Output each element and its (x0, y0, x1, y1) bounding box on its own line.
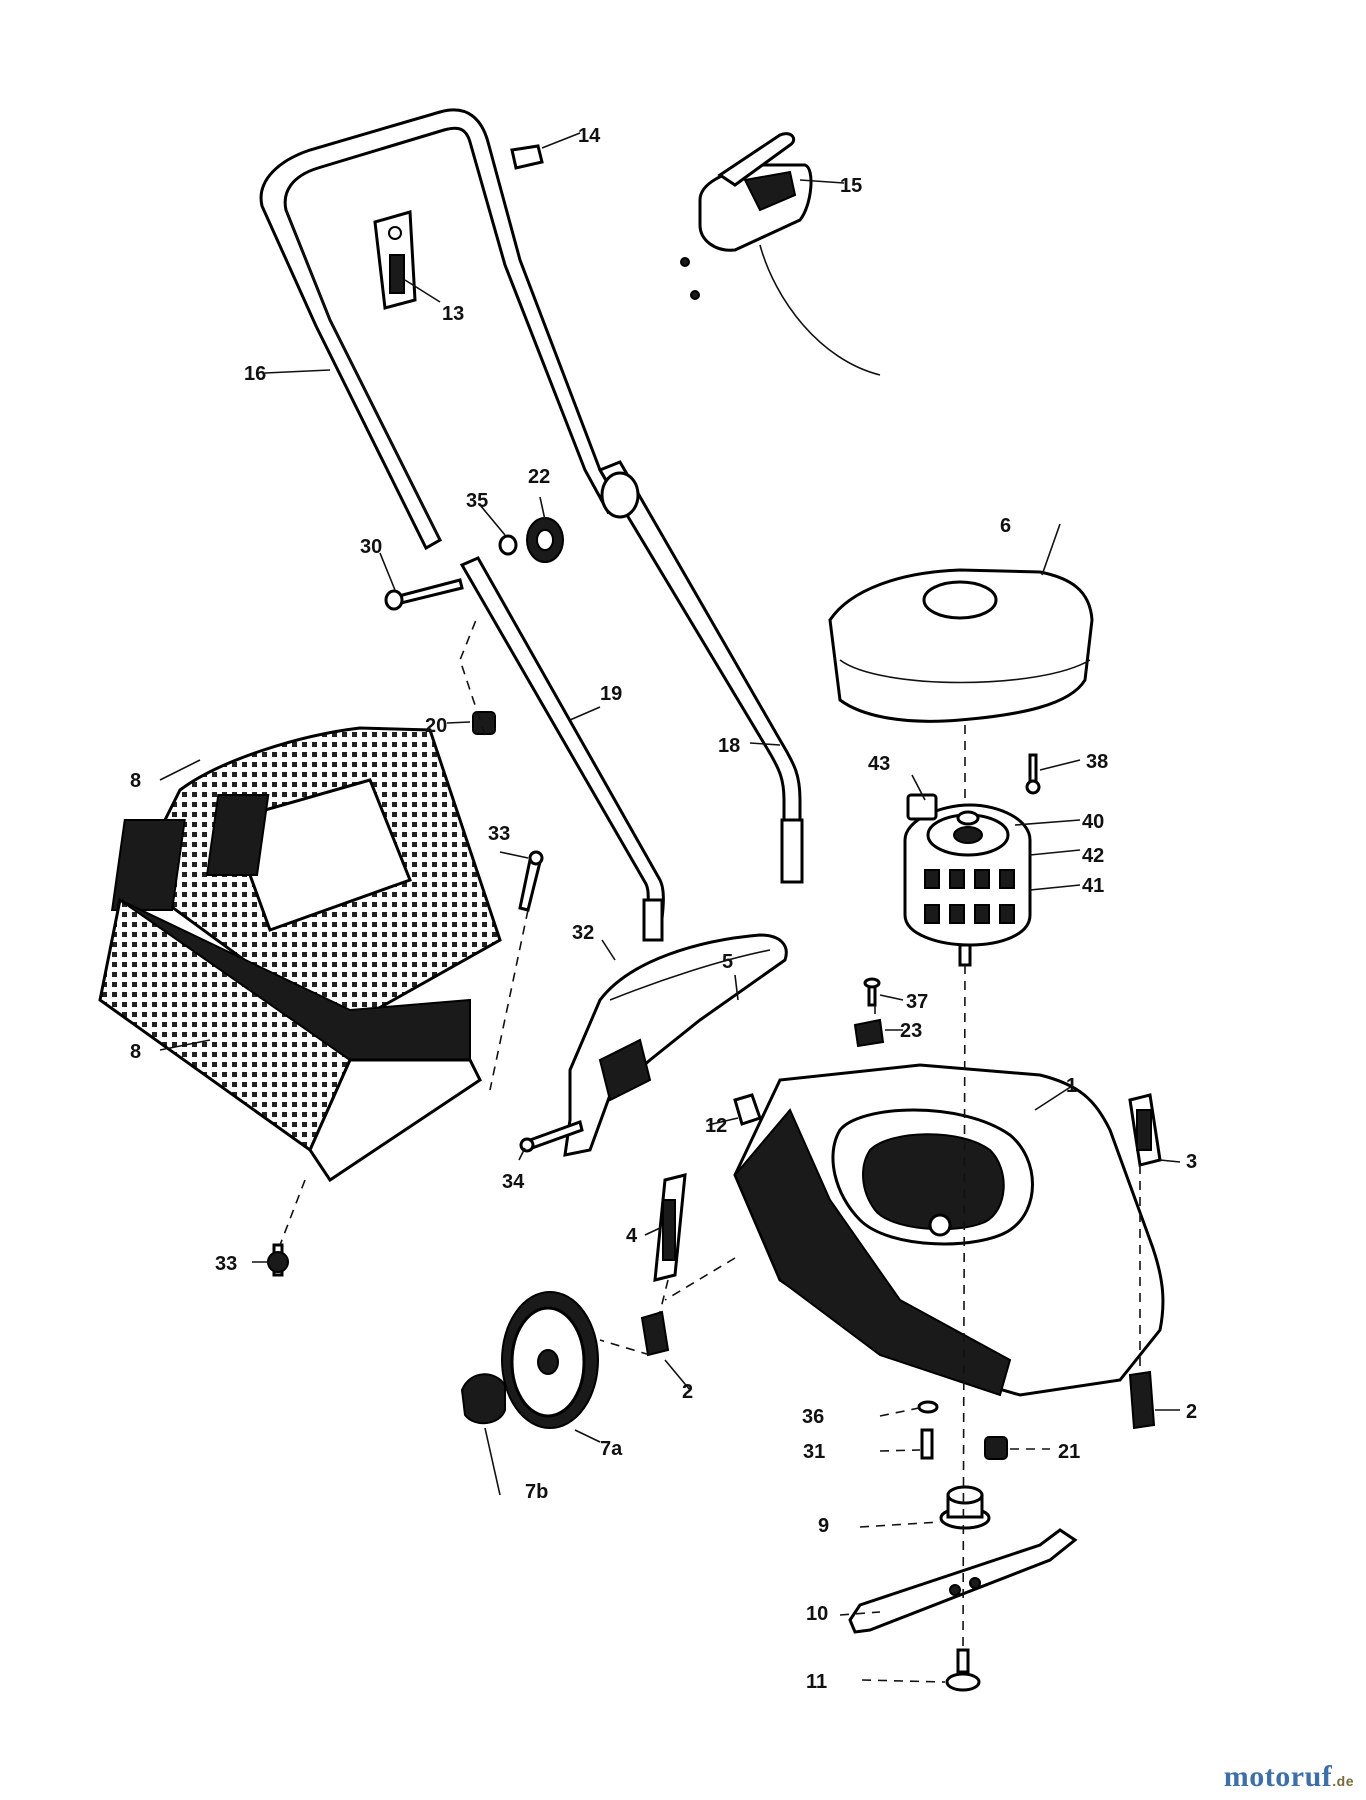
motor-cover-6 (828, 568, 1094, 723)
bearing-40 (956, 810, 980, 826)
cable-clip-13 (373, 210, 417, 310)
screw-37 (863, 977, 881, 1007)
part-label: 40 (1082, 811, 1104, 833)
part-label: 42 (1082, 845, 1104, 867)
screw-33-bottom (267, 1243, 289, 1277)
part-label: 41 (1082, 875, 1104, 897)
part-label: 10 (806, 1603, 828, 1625)
handle-lower-right-18 (597, 460, 804, 884)
part-label: 6 (1000, 515, 1011, 537)
tensioner-knob (600, 471, 640, 519)
part-label: 11 (806, 1671, 827, 1693)
spring-2-left (640, 1310, 670, 1357)
grass-box-basket-8 (98, 897, 482, 1183)
spring-2-right (1128, 1370, 1156, 1430)
bolt-34 (519, 1120, 584, 1153)
part-label: 23 (900, 1020, 922, 1042)
blade-bolt-11 (945, 1648, 981, 1692)
brush-holder-43 (906, 793, 938, 821)
part-label: 7b (525, 1481, 548, 1503)
part-label: 30 (360, 536, 382, 558)
motor-fan-42 (926, 813, 1010, 857)
part-label: 16 (244, 363, 266, 385)
part-label: 14 (578, 125, 601, 147)
handle-upper (259, 108, 623, 551)
bolt-30 (384, 578, 464, 611)
part-label: 9 (818, 1515, 829, 1537)
blade-adapter-9 (939, 1485, 991, 1530)
clip-14 (510, 144, 544, 170)
part-label: 8 (130, 1041, 141, 1063)
watermark-suffix: .de (1332, 1773, 1354, 1789)
part-label: 2 (1186, 1401, 1197, 1423)
part-label: 35 (466, 490, 488, 512)
part-label: 36 (802, 1406, 824, 1428)
part-label: 32 (572, 922, 594, 944)
part-labels: 1 2 2 3 4 5 6 7a 7b 8 8 9 10 11 12 13 14… (130, 125, 1197, 1693)
part-label: 8 (130, 770, 141, 792)
watermark-logo: motoruf.de (1224, 1760, 1354, 1794)
part-label: 2 (682, 1381, 693, 1403)
part-label: 13 (442, 303, 464, 325)
screw-33-top (518, 850, 544, 912)
height-adjuster-3 (1128, 1093, 1162, 1167)
part-label: 22 (528, 466, 550, 488)
part-label: 15 (840, 175, 862, 197)
clip-12 (733, 1093, 762, 1126)
part-label: 12 (705, 1115, 727, 1137)
part-label: 33 (215, 1253, 237, 1275)
height-adjuster-4 (653, 1173, 687, 1282)
grass-box-lid-8 (110, 726, 502, 1032)
part-label: 31 (803, 1441, 825, 1463)
switch-box-15 (680, 132, 881, 376)
knob-22 (526, 517, 564, 563)
handle-lower-left-19 (459, 556, 665, 942)
part-label: 33 (488, 823, 510, 845)
part-label: 19 (600, 683, 622, 705)
mower-deck-1 (733, 1063, 1165, 1397)
discharge-chute-5 (563, 933, 788, 1157)
part-label: 3 (1186, 1151, 1197, 1173)
leader-lines (159, 132, 1181, 1683)
nut-21 (984, 1436, 1008, 1460)
part-label: 43 (868, 753, 890, 775)
washer-36 (917, 1400, 939, 1414)
part-label: 20 (425, 715, 447, 737)
part-label: 37 (906, 991, 928, 1013)
part-label: 34 (502, 1171, 525, 1193)
wheel-7a (501, 1291, 599, 1429)
screw-38 (1025, 753, 1041, 795)
clip-23 (853, 1018, 885, 1048)
part-label: 5 (722, 951, 733, 973)
part-label: 7a (600, 1438, 623, 1460)
part-label: 21 (1058, 1441, 1080, 1463)
bolt-31 (920, 1428, 934, 1460)
watermark-brand: motoruf (1223, 1760, 1333, 1793)
washer-35 (498, 534, 518, 556)
part-label: 4 (626, 1225, 638, 1247)
part-label: 38 (1086, 751, 1108, 773)
hubcap-7b (460, 1373, 506, 1425)
part-label: 1 (1066, 1075, 1077, 1097)
part-label: 18 (718, 735, 740, 757)
